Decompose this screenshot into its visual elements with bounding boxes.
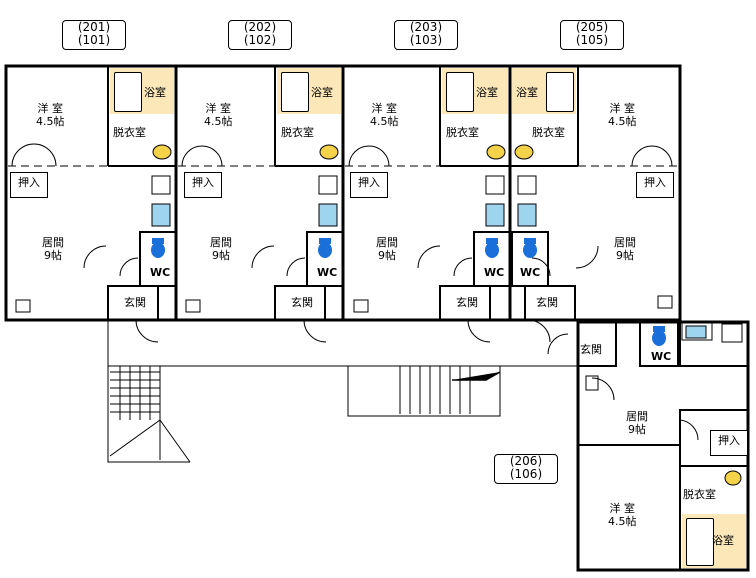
- unit-tag-202: (202)(102): [228, 20, 292, 50]
- closet-205: 押入: [636, 172, 674, 198]
- unit-tag-205: (205)(105): [560, 20, 624, 50]
- closet-201: 押入: [10, 172, 48, 198]
- dressing-room-205: 脱衣室: [532, 126, 565, 139]
- wc-label-201: WC: [150, 266, 171, 279]
- bathroom-label-203: 浴室: [476, 86, 498, 99]
- wc-label-206: WC: [651, 350, 672, 363]
- corridor: [107, 320, 578, 463]
- partitions: [107, 66, 749, 571]
- bathtub-202: [281, 72, 309, 112]
- wc-label-202: WC: [317, 266, 338, 279]
- bathroom-label-206: 浴室: [712, 534, 734, 547]
- bathroom-label-201: 浴室: [144, 86, 166, 99]
- stairs-left: [109, 366, 191, 463]
- outer-walls: [4, 64, 750, 572]
- unit-walls: [174, 66, 680, 446]
- entrance-201: 玄関: [124, 296, 146, 309]
- unit-tag-201: (201)(101): [62, 20, 126, 50]
- dressing-room-201: 脱衣室: [113, 126, 146, 139]
- wc-label-203: WC: [484, 266, 505, 279]
- door-swings: [11, 143, 699, 441]
- bathtub-201: [114, 72, 142, 112]
- entrance-202: 玄関: [291, 296, 313, 309]
- unit-tag-206: (206)(106): [494, 454, 558, 484]
- closet-202: 押入: [184, 172, 222, 198]
- bathtub-206: [686, 518, 714, 566]
- bathtub-205: [546, 72, 574, 112]
- entrance-205: 玄関: [536, 296, 558, 309]
- unit-tag-203: (203)(103): [394, 20, 458, 50]
- dressing-room-203: 脱衣室: [446, 126, 479, 139]
- dressing-room-202: 脱衣室: [281, 126, 314, 139]
- fixtures: [15, 295, 743, 391]
- bathtub-203: [446, 72, 474, 112]
- stairs-center: [399, 366, 501, 414]
- bathroom-label-205: 浴室: [516, 86, 538, 99]
- closet-206: 押入: [710, 430, 748, 456]
- bathroom-label-202: 浴室: [311, 86, 333, 99]
- dressing-room-206: 脱衣室: [683, 488, 716, 501]
- entrance-203: 玄関: [456, 296, 478, 309]
- closet-203: 押入: [350, 172, 388, 198]
- entrance-206: 玄関: [580, 343, 602, 356]
- wc-label-205: WC: [520, 266, 541, 279]
